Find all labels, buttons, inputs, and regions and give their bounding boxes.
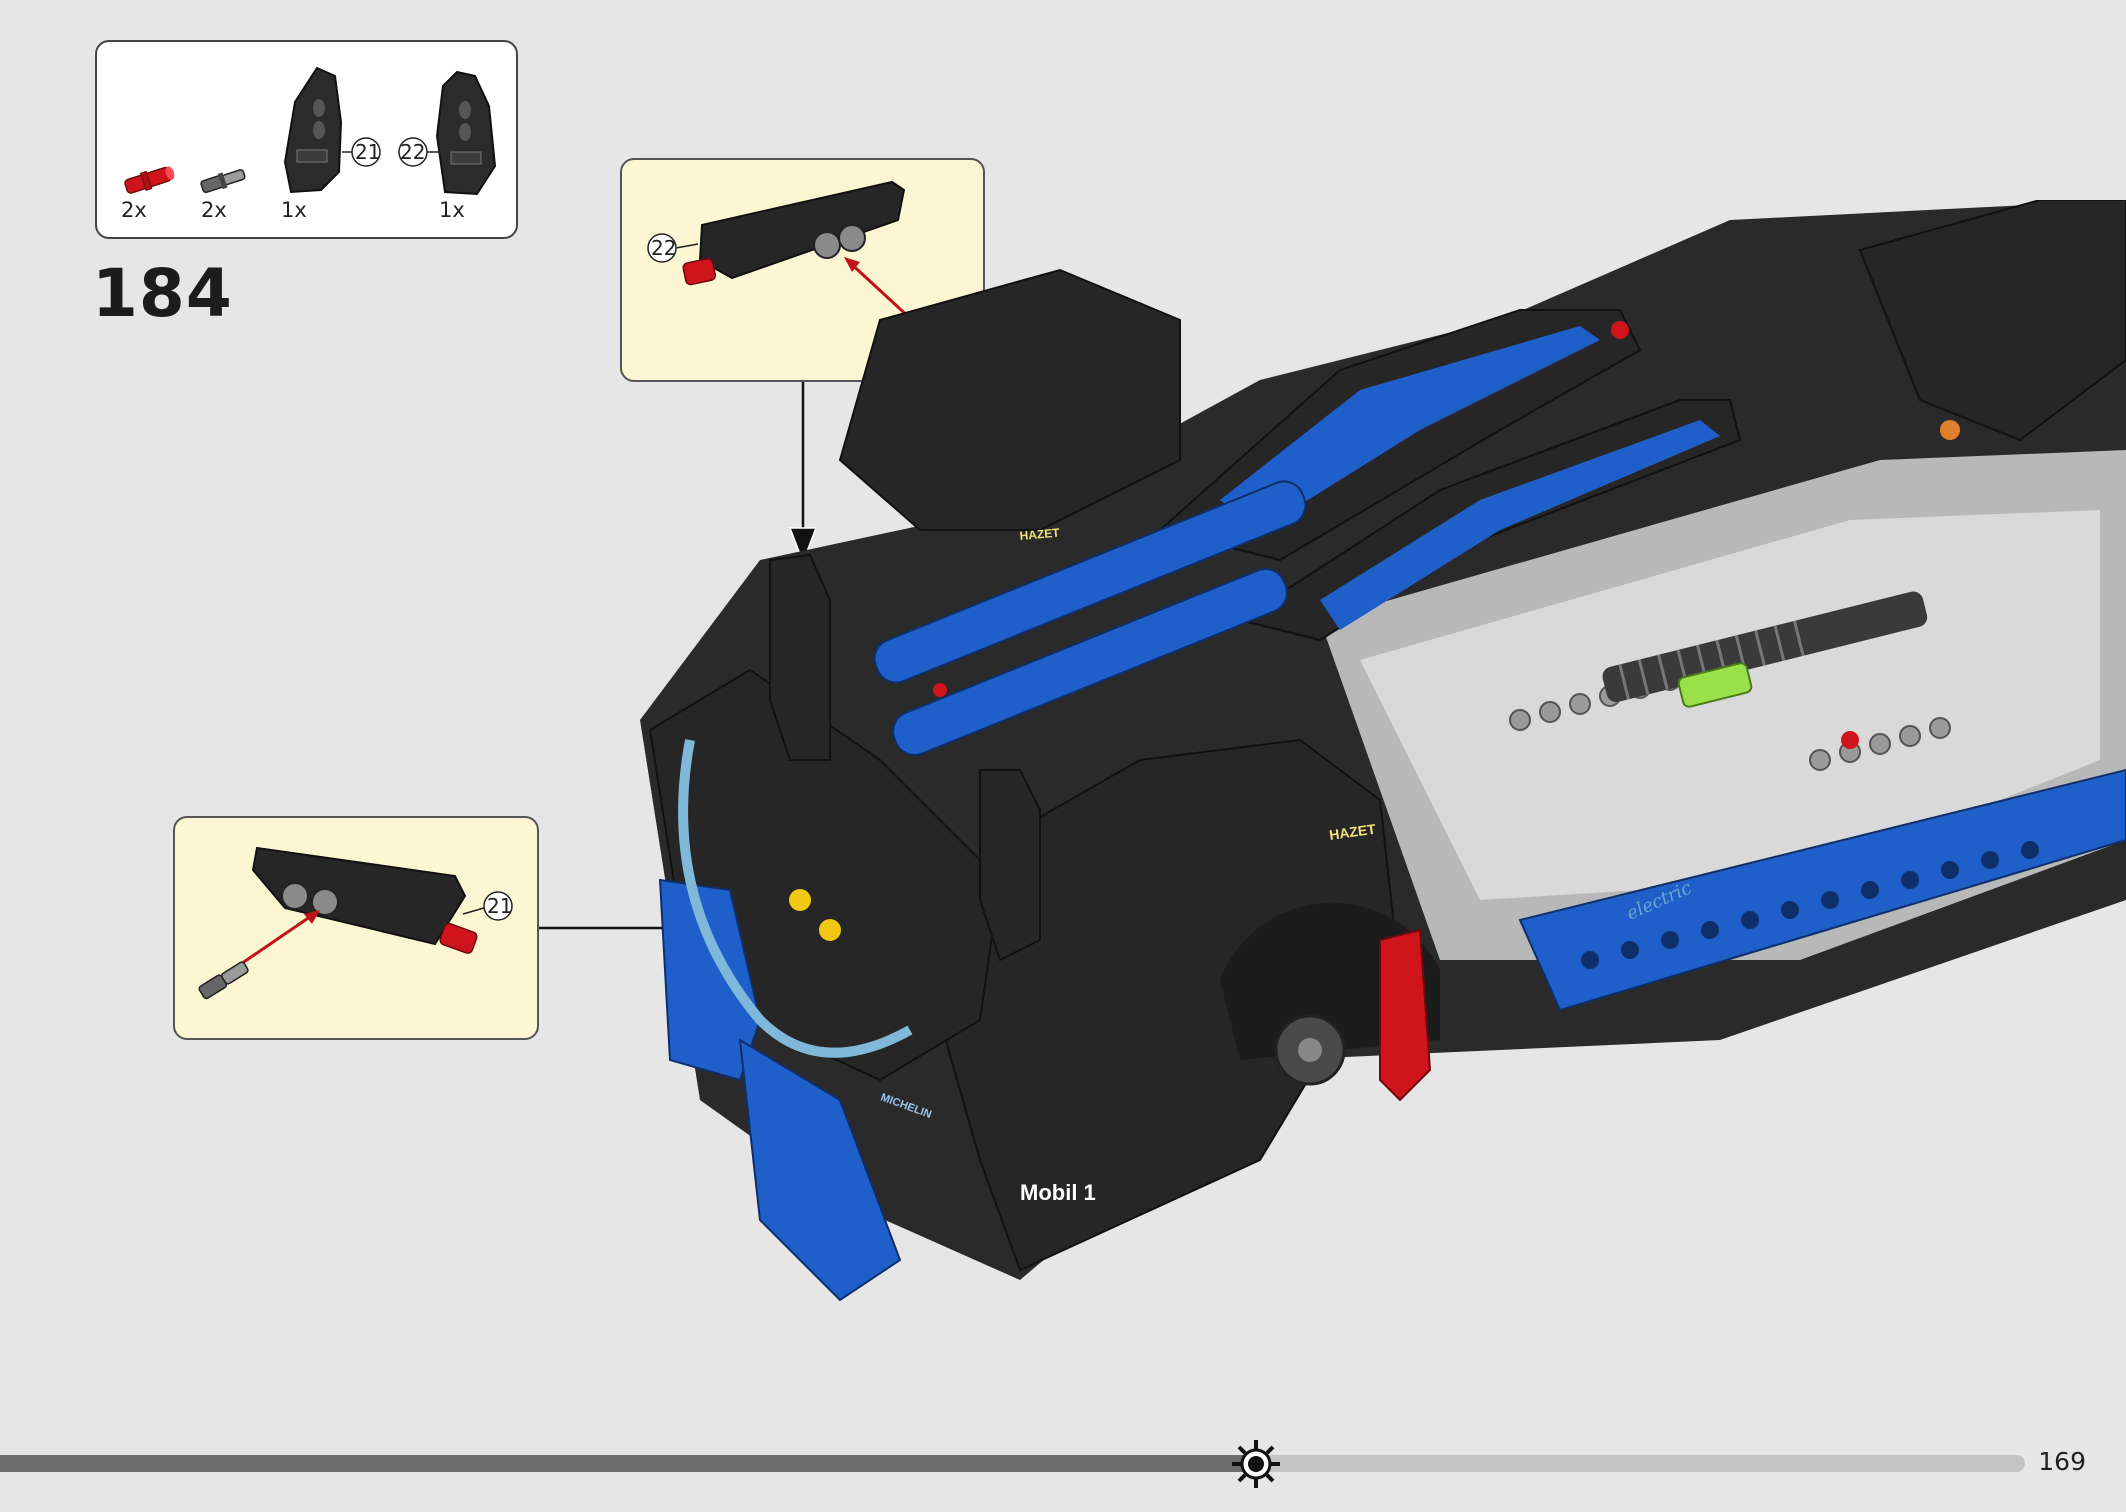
step-number: 184 bbox=[92, 255, 233, 332]
part-id-22: 22 bbox=[400, 140, 426, 164]
progress-fill bbox=[0, 1455, 1256, 1472]
callout-left-part-id: 21 bbox=[487, 894, 513, 918]
callout-sub-assembly-21: 21 bbox=[173, 816, 539, 1040]
part-id-21: 21 bbox=[355, 140, 381, 164]
panel-21-icon bbox=[283, 66, 343, 194]
callout-top-part-id: 22 bbox=[651, 236, 677, 260]
part-qty-4: 1x bbox=[439, 198, 465, 222]
car-model-illustration: Mobil 1 MICHELIN HAZET HAZET electric bbox=[640, 200, 2126, 1302]
part-qty-1: 2x bbox=[121, 198, 147, 222]
decal-hazet: HAZET bbox=[1328, 821, 1377, 843]
gear-icon bbox=[1232, 1440, 1280, 1488]
parts-list-box: 2x 2x 1x 21 1x 22 bbox=[95, 40, 518, 239]
grey-axle-pin-icon bbox=[200, 169, 246, 194]
decal-mobil: Mobil 1 bbox=[1020, 1180, 1096, 1205]
sub-assembly-21-illustration bbox=[198, 846, 513, 1000]
panel-22-icon bbox=[435, 70, 497, 196]
part-qty-2: 2x bbox=[201, 198, 227, 222]
part-id-21-circle bbox=[342, 137, 381, 167]
part-id-22-circle bbox=[398, 137, 441, 167]
part-qty-3: 1x bbox=[281, 198, 307, 222]
page-number: 169 bbox=[2038, 1447, 2086, 1476]
decal-hazet-rear: HAZET bbox=[1019, 525, 1061, 542]
red-pin-icon bbox=[124, 166, 175, 194]
